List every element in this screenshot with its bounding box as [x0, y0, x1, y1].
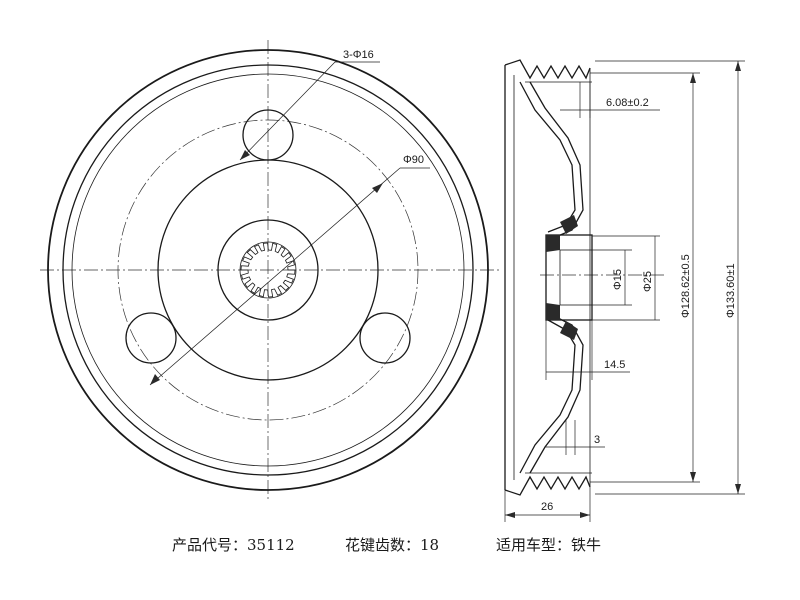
outer-arrow-bottom	[735, 484, 741, 494]
width-arrow-left	[505, 512, 515, 518]
dim-bore: Φ15	[612, 269, 624, 290]
groove-circle	[71, 73, 465, 467]
hole-leader-arrow	[240, 150, 250, 160]
spline-bore-circle	[239, 241, 297, 299]
spline-teeth-count: 花键齿数：18	[345, 536, 440, 554]
dim-hub-depth: 14.5	[604, 359, 625, 371]
dim-pcd: Φ90	[403, 154, 424, 166]
vehicle-model: 适用车型：铁牛	[496, 536, 602, 554]
outer-arrow-top	[735, 61, 741, 71]
hub-hatch-top	[546, 235, 560, 252]
bore-section	[559, 249, 593, 306]
pcd-leader-line	[149, 167, 401, 386]
top-groove-profile	[504, 59, 591, 80]
weld-hatch-top	[560, 215, 578, 234]
section-view: 6.08±0.2 Φ15 Φ25 Φ128.62±0.5 Φ133.60±1 1…	[504, 59, 745, 522]
bolt-hole-right	[359, 312, 411, 364]
bolt-hole-top	[242, 109, 294, 161]
weld-hatch-bottom	[560, 321, 578, 340]
bottom-groove-profile	[504, 475, 591, 496]
pcd-arrow-2	[372, 183, 383, 193]
dim-holes: 3-Φ16	[343, 49, 374, 61]
upper-web-outer	[519, 81, 576, 233]
rim-inner-circle	[62, 64, 474, 476]
upper-web-inner	[529, 81, 584, 237]
hub-circle	[217, 219, 319, 321]
lower-web-outer	[519, 319, 576, 474]
outer-rim-circle	[47, 49, 489, 491]
dim-hub: Φ25	[642, 271, 654, 292]
front-view: 3-Φ16 Φ90	[40, 40, 500, 500]
bolt-hole-left	[125, 312, 177, 364]
pcd-arrow-1	[150, 374, 160, 385]
width-arrow-right	[580, 512, 590, 518]
inner-arrow-bottom	[690, 472, 696, 482]
dim-width: 26	[541, 501, 553, 513]
inner-arrow-top	[690, 73, 696, 83]
spline-profile	[240, 242, 296, 298]
spline-teeth	[240, 242, 296, 298]
caption-row: 产品代号：35112 花键齿数：18 适用车型：铁牛	[0, 528, 800, 558]
dim-inner-dia: Φ128.62±0.5	[680, 254, 692, 318]
hub-hatch-bottom	[546, 303, 560, 320]
dim-outer-dia: Φ133.60±1	[725, 263, 737, 318]
product-code: 产品代号：35112	[172, 536, 295, 554]
dim-web-thickness: 3	[594, 434, 600, 446]
hole-leader-line	[239, 61, 336, 161]
dim-groove-width: 6.08±0.2	[606, 97, 649, 109]
pitch-circle	[117, 119, 419, 421]
